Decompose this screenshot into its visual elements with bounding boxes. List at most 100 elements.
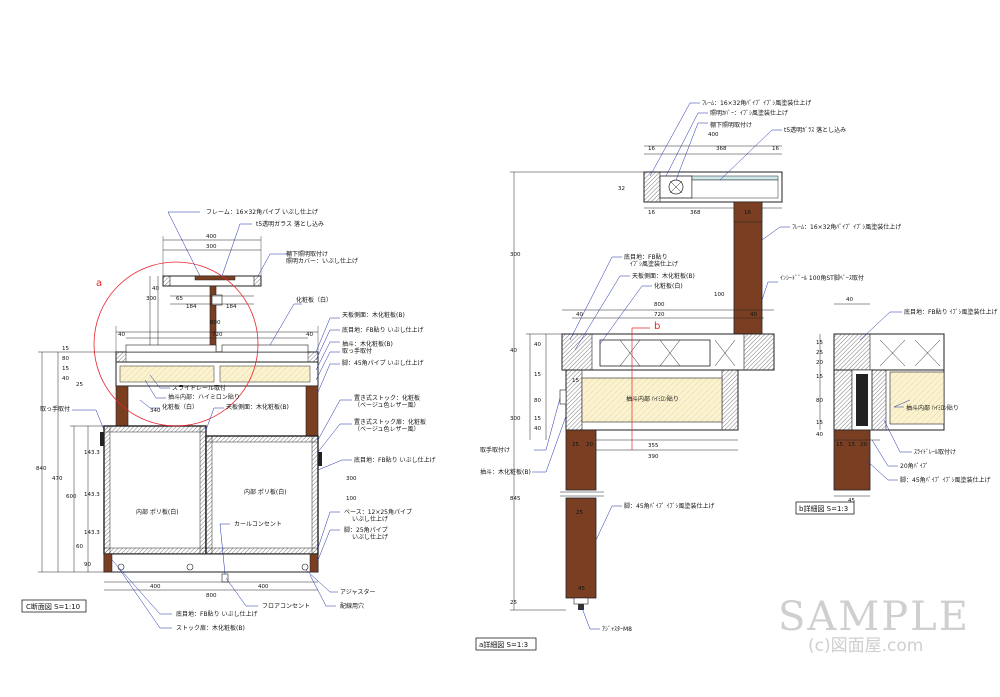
a-dim: 25 [510, 600, 517, 606]
a-dim: 40 [510, 348, 517, 354]
a-dim: 390 [648, 454, 659, 460]
a-view-title: a詳細図 S=1:3 [479, 640, 528, 649]
c-dim: 80 [62, 356, 69, 362]
c-dim: 720 [212, 332, 223, 338]
a-dim: 32 [618, 186, 625, 192]
c-label-adjuster: アジャスター [340, 588, 375, 596]
c-overall-dims [38, 351, 318, 591]
a-dim: 800 [654, 302, 665, 308]
b-label-leg: 脚：45角ﾊﾟｲﾌﾟ ｲﾌﾞｼ風塗装仕上げ [900, 476, 991, 484]
upper-shelf [149, 236, 262, 351]
a-dim: 15 [534, 372, 541, 378]
a-title-box [475, 637, 537, 651]
c-dim: 65 [176, 296, 183, 302]
a-dim: 40 [750, 312, 757, 318]
c-dim: 400 [150, 584, 161, 590]
c-label-drawer-inner: 抽斗内部：ハイミロン貼り [168, 393, 240, 401]
c-label-inner-right: 内部 ポリ板(白) [244, 488, 287, 496]
c-dim: 40 [306, 332, 313, 338]
c-section-labels: フレーム：16×32角パイプ いぶし仕上げ t5透明ガラス 落とし込み 棚下照明… [40, 208, 435, 632]
c-label-glass: t5透明ガラス 落とし込み [256, 220, 324, 228]
a-label-handle: 取手取付け [480, 446, 510, 454]
a-dim: 16 [772, 146, 779, 152]
a-dim: 355 [648, 443, 659, 449]
a-label-glass: t5透明ｶﾞﾗｽ 落とし込み [784, 126, 846, 134]
a-dim: 25 [576, 510, 583, 516]
c-dim: 25 [76, 382, 83, 388]
a-detail-view: b [510, 102, 790, 630]
c-label-stock-door-2: （ベージュ色レザー風） [354, 425, 419, 433]
c-dim: 15 [62, 346, 69, 352]
c-label-top-side: 天板側面：木化粧板(B) [342, 311, 405, 319]
a-dim: 300 [510, 252, 521, 258]
b-detail-view [819, 303, 945, 497]
sample-watermark: SAMPLE [778, 594, 970, 640]
c-dim: 40 [152, 286, 159, 292]
c-dim: 40 [62, 376, 69, 382]
c-label-leg-25: 脚：25角パイプ [344, 526, 388, 534]
c-view-title: C断面図 S=1:10 [26, 602, 80, 611]
c-label-handle-2: 取っ手取付 [40, 405, 70, 413]
c-label-light-cover: 照明カバー：いぶし仕上げ [286, 257, 358, 265]
b-dim: 20 [860, 442, 867, 448]
b-view-title: b詳細図 S=1:3 [799, 504, 848, 513]
a-dim: 400 [708, 132, 719, 138]
detail-mark-b: b [654, 321, 660, 332]
a-dim: 20 [586, 442, 593, 448]
c-dim: 143.3 [84, 450, 100, 456]
a-label-light-cover: 照明ｶﾊﾞｰ：ｲﾌﾞｼ風塗装仕上げ [710, 109, 788, 117]
a-detail-dims: 400 16 368 16 16 368 16 32 800 720 40 40… [510, 132, 779, 606]
b-label-slide-rail: ｽﾗｲﾄﾞﾚｰﾙ取付け [914, 448, 956, 456]
c-label-stock: 置き式ストック：化粧板 [354, 394, 420, 402]
a-dim: 40 [576, 312, 583, 318]
c-label-base-2: いぶし仕上げ [352, 515, 388, 523]
c-label-slide-rail: スライドレール取付 [172, 384, 226, 392]
b-detail-labels: 底目地：FB貼り ｲﾌﾞｼ風塗装仕上げ 抽斗内部 ﾊｲﾐﾛﾝ貼り ｽﾗｲﾄﾞﾚｰ… [900, 308, 997, 484]
c-dim: 400 [258, 584, 269, 590]
a-label-drawer-inner: 抽斗内部 ﾊｲﾐﾛﾝ貼り [626, 395, 679, 403]
c-dim: 143.3 [84, 492, 100, 498]
c-label-base: ベース：12×25角パイプ [344, 508, 412, 516]
c-label-frame: フレーム：16×32角パイプ いぶし仕上げ [206, 208, 318, 216]
c-dim: 340 [150, 408, 161, 414]
a-dim: 300 [510, 416, 521, 422]
a-dim: 15 [572, 378, 579, 384]
c-label-stock-2: （ベージュ色レザー風） [354, 401, 419, 409]
c-dim: 184 [186, 304, 197, 310]
b-dim: 40 [816, 432, 823, 438]
a-dim: 16 [648, 210, 655, 216]
leg-right [305, 385, 319, 437]
c-dim: 800 [206, 593, 217, 599]
c-label-drawer: 抽斗：木化粧板(B) [342, 340, 393, 348]
a-label-base-plate: ｲﾝｼｰﾄﾞﾞｰﾙ 100角ST脚ﾍﾞｰｽ取付 [780, 274, 864, 282]
detail-mark-circle-a [93, 261, 259, 427]
c-label-leg: 脚：45角パイプ いぶし仕上げ [342, 359, 424, 367]
c-label-top-side-2: 天板側面：木化粧板(B) [226, 403, 289, 411]
c-dim: 143.3 [84, 530, 100, 536]
a-dim: 25 [572, 442, 579, 448]
c-label-floor-outlet: フロアコンセント [262, 603, 310, 610]
c-dim: 840 [36, 466, 47, 472]
c-label-white-panel: 化粧板（白） [296, 296, 332, 304]
c-label-stock-door: 置き式ストック扉：化粧板 [354, 418, 426, 426]
a-label-fb: 底目地：FB貼り [624, 253, 668, 261]
c-label-leg-25-2: いぶし仕上げ [352, 533, 388, 541]
c-label-wiring-hole: 配線用穴 [340, 602, 364, 610]
b-label-fb: 底目地：FB貼り ｲﾌﾞｼ風塗装仕上げ [904, 308, 997, 316]
a-dim: 40 [534, 426, 541, 432]
c-label-light: 棚下照明取付け [286, 250, 328, 258]
a-label-leg: 脚：45角ﾊﾟｲﾌﾟ ｲﾌﾞｼ風塗装仕上げ [624, 502, 715, 510]
a-label-fb-finish: ｲﾌﾞｼ風塗装仕上げ [630, 260, 678, 268]
b-detail-dims: 40 15 25 20 15 80 15 40 15 15 20 45 [816, 297, 867, 504]
c-section-dims: 400 300 65 184 184 800 720 40 40 340 400… [36, 234, 357, 599]
b-dim: 25 [816, 350, 823, 356]
detail-mark-a: a [96, 278, 102, 289]
c-dim: 300 [146, 296, 157, 302]
c-title-box [21, 599, 87, 613]
b-dim: 15 [836, 442, 843, 448]
a-dim: 368 [716, 146, 727, 152]
c-leaders [72, 211, 352, 629]
b-dim: 20 [816, 360, 823, 366]
c-dim: 15 [62, 366, 69, 372]
